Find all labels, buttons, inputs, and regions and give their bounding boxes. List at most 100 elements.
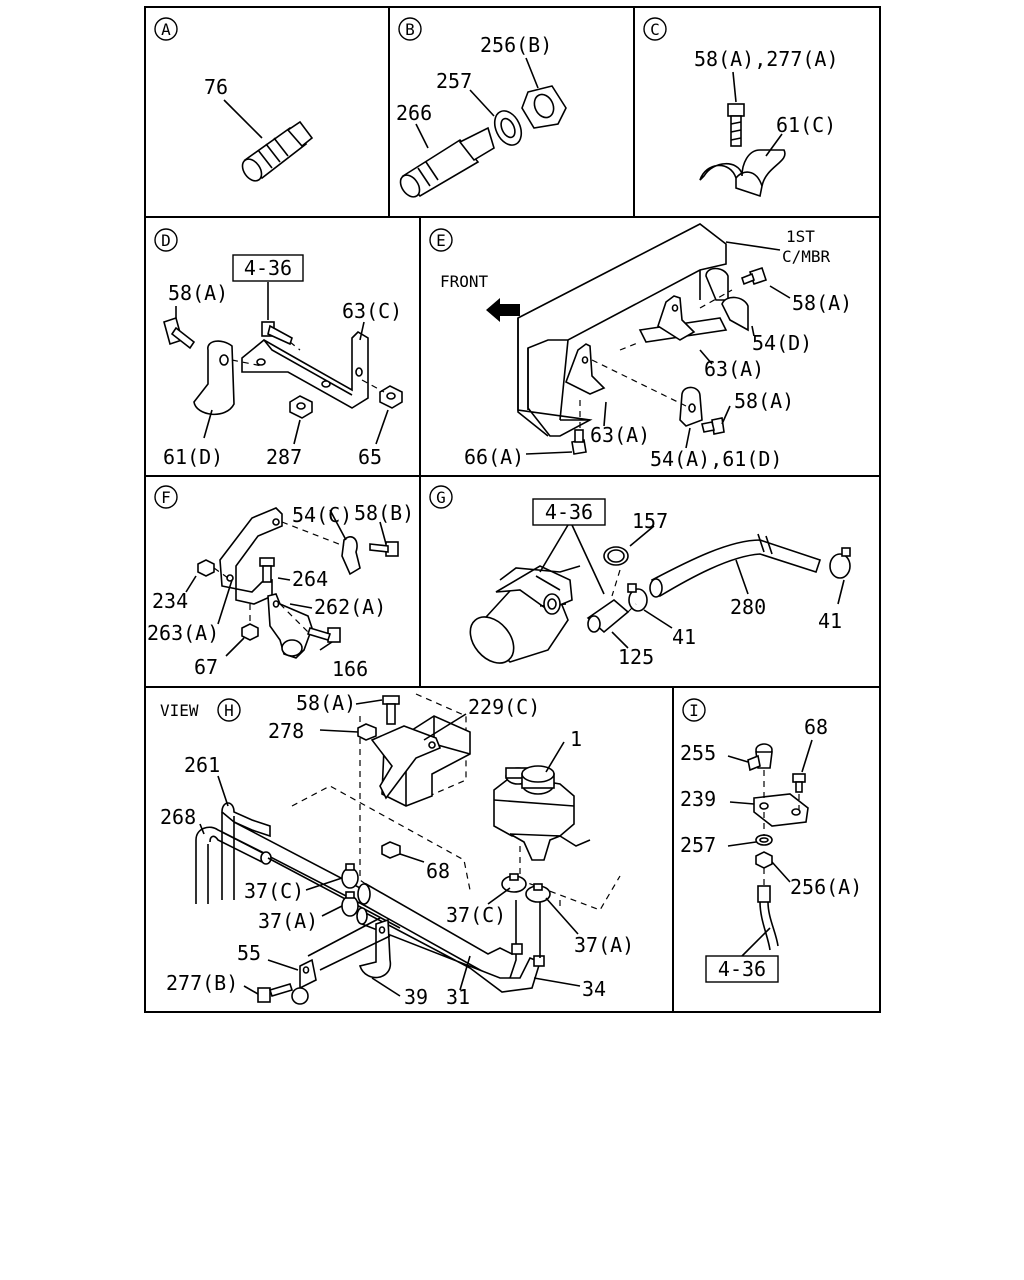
panel-a-marker	[154, 17, 178, 41]
bolt-66a-drawing	[571, 429, 587, 455]
panel-f-letter: F	[161, 488, 171, 507]
label-34: 34	[582, 977, 606, 1001]
label-63a-lower: 63(A)	[590, 423, 650, 447]
label-54a-61d: 54(A),61(D)	[650, 447, 782, 471]
panel-g: G 4-36	[429, 485, 851, 669]
ref-4-36-i: 4-36	[718, 957, 766, 981]
bolt-68-i-drawing	[792, 773, 806, 793]
label-41-left: 41	[672, 625, 696, 649]
label-68-i: 68	[804, 715, 828, 739]
label-280: 280	[730, 595, 766, 619]
nut-234-drawing	[197, 559, 215, 577]
clamp-37a-right-drawing	[525, 883, 551, 903]
label-58a-e-upper: 58(A)	[792, 291, 852, 315]
reservoir-1-drawing	[493, 765, 591, 861]
bolt-277b-drawing	[257, 983, 294, 1003]
panel-h-letter: H	[224, 701, 234, 720]
ref-box-4-36-g	[532, 498, 606, 526]
label-58a-e-lower: 58(A)	[734, 389, 794, 413]
pipe-268-drawing	[195, 826, 401, 929]
panel-a: A 76	[154, 17, 314, 182]
label-257-i: 257	[680, 833, 716, 857]
label-277b: 277(B)	[166, 971, 238, 995]
bolt-58a-e-lower-drawing	[701, 417, 725, 435]
panel-c-letter: C	[650, 20, 660, 39]
label-c-mbr: C/MBR	[782, 247, 831, 266]
ref-4-36-g: 4-36	[545, 500, 593, 524]
fitting-266-drawing	[399, 126, 495, 198]
label-65: 65	[358, 445, 382, 469]
label-157: 157	[632, 509, 668, 533]
label-66a: 66(A)	[464, 445, 524, 469]
panel-f-marker	[154, 485, 178, 509]
fitting-125-drawing	[586, 598, 630, 634]
bolt-upper-d-drawing	[261, 321, 293, 346]
label-37c-left: 37(C)	[244, 879, 304, 903]
pipe-i-drawing	[757, 885, 779, 951]
label-63a-upper: 63(A)	[704, 357, 764, 381]
panel-frames	[144, 6, 881, 1013]
label-256a: 256(A)	[790, 875, 862, 899]
bracket-63c-drawing	[241, 330, 369, 409]
label-view: VIEW	[160, 701, 199, 720]
banjo-255-drawing	[747, 743, 773, 772]
bracket-263a-drawing	[219, 507, 283, 605]
panel-i: I 4-36	[680, 698, 862, 983]
panel-e-marker	[429, 228, 453, 252]
nut-65-drawing	[379, 385, 403, 409]
label-76: 76	[204, 75, 228, 99]
clamp-41-right-drawing	[829, 547, 851, 579]
nut-256b-drawing	[521, 85, 567, 129]
ref-box-4-36-d	[232, 254, 304, 282]
ref-box-4-36-i	[705, 955, 779, 983]
clip-61c-drawing	[699, 149, 786, 198]
panel-b-marker	[398, 17, 422, 41]
panel-c-marker	[643, 17, 667, 41]
label-125: 125	[618, 645, 654, 669]
bolt-58a-drawing	[727, 103, 745, 147]
label-239: 239	[680, 787, 716, 811]
bracket-262a-drawing	[267, 593, 313, 659]
label-255: 255	[680, 741, 716, 765]
bolt-58a-d-drawing	[163, 316, 196, 350]
label-67: 67	[194, 655, 218, 679]
label-1st: 1ST	[786, 227, 815, 246]
panel-c: C 58(A),277(A) 61(C)	[643, 17, 839, 198]
crossmember-drawing	[517, 223, 728, 437]
label-37a-left: 37(A)	[258, 909, 318, 933]
bolt-58a-h-drawing	[382, 695, 400, 725]
nut-278-drawing	[357, 723, 377, 741]
washer-257-i-drawing	[755, 834, 773, 846]
panel-i-letter: I	[689, 701, 699, 720]
nut-68-h-drawing	[381, 841, 401, 859]
label-61c: 61(C)	[776, 113, 836, 137]
bolt-58b-drawing	[369, 541, 399, 557]
label-54d: 54(D)	[752, 331, 812, 355]
label-37a-right: 37(A)	[574, 933, 634, 957]
label-58a-277a: 58(A),277(A)	[694, 47, 839, 71]
nut-67-drawing	[241, 623, 259, 641]
washer-257-drawing	[493, 110, 523, 146]
pump-drawing	[469, 565, 581, 664]
panel-g-letter: G	[436, 488, 446, 507]
label-58a-h: 58(A)	[296, 691, 356, 715]
label-234: 234	[152, 589, 188, 613]
clip-54a-drawing	[679, 386, 703, 427]
bolt-264-drawing	[259, 557, 275, 583]
label-41-right: 41	[818, 609, 842, 633]
clip-39-drawing	[358, 918, 392, 979]
label-229c: 229(C)	[468, 695, 540, 719]
panel-d-letter: D	[161, 231, 171, 250]
label-257: 257	[436, 69, 472, 93]
clip-61d-drawing	[193, 340, 235, 416]
panel-h: VIEW H	[160, 691, 634, 1009]
bracket-229c-drawing	[370, 725, 442, 800]
hose-31-34-drawing	[356, 882, 545, 993]
oring-157-drawing	[603, 546, 629, 566]
clip-54d-drawing	[705, 267, 749, 332]
label-front: FRONT	[440, 272, 489, 291]
label-31: 31	[446, 985, 470, 1009]
ref-4-36-d: 4-36	[244, 256, 292, 280]
front-arrow-icon	[486, 298, 520, 322]
